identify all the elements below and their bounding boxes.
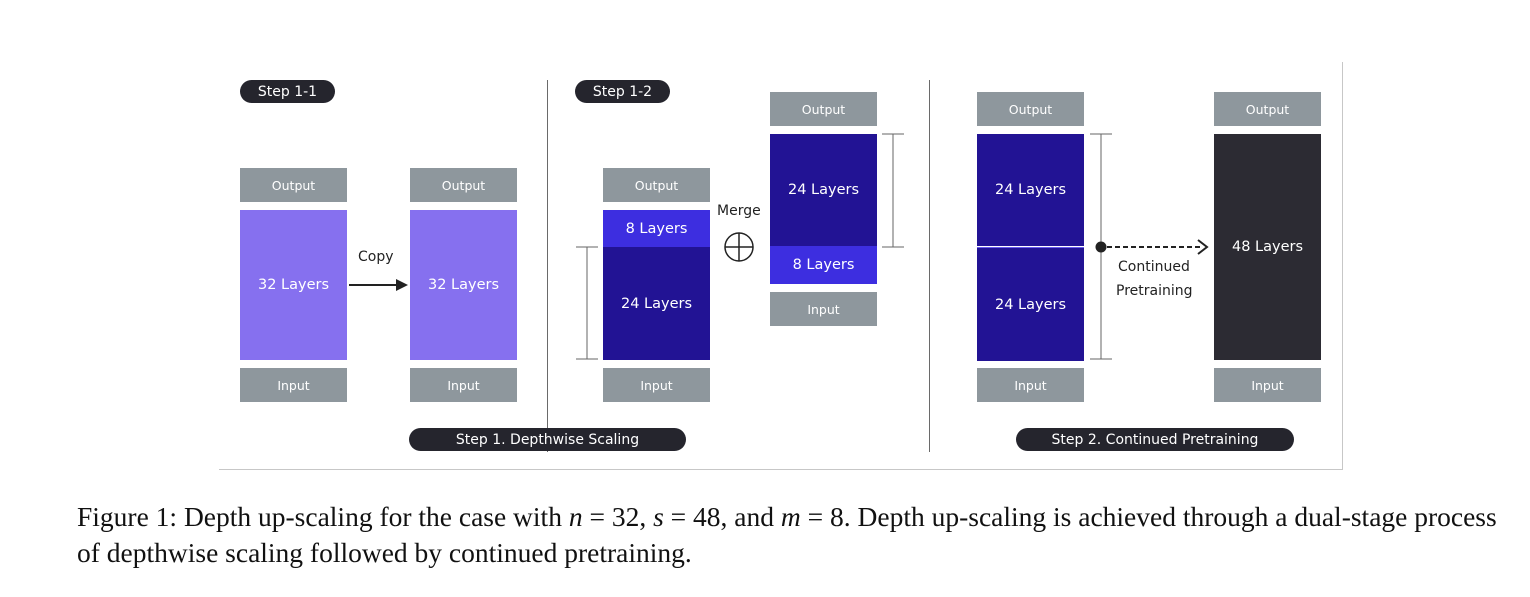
layer-block-8: 8 Layers	[770, 246, 877, 284]
layer-block-32: 32 Layers	[410, 210, 517, 360]
continued-label: Continued	[1118, 259, 1190, 275]
input-box: Input	[410, 368, 517, 402]
step-2-pill: Step 2. Continued Pretraining	[1016, 428, 1294, 451]
merge-label: Merge	[717, 203, 761, 219]
layer-block-8: 8 Layers	[603, 210, 710, 247]
pretraining-arrow-icon	[1095, 239, 1209, 255]
input-box: Input	[240, 368, 347, 402]
layer-block-24: 24 Layers	[770, 134, 877, 246]
figure-frame-bottom	[219, 469, 1343, 470]
merge-plus-icon	[724, 232, 754, 262]
input-box: Input	[603, 368, 710, 402]
divider-1	[547, 80, 548, 452]
caption-rest: . Depth up-scaling is achieved through a…	[77, 501, 1497, 568]
divider-2	[929, 80, 930, 452]
layer-block-24: 24 Layers	[977, 134, 1084, 246]
figure-caption: Figure 1: Depth up-scaling for the case …	[77, 499, 1517, 571]
layer-block-48: 48 Layers	[1214, 134, 1321, 360]
pretraining-label: Pretraining	[1116, 283, 1193, 299]
bracket-24-left	[576, 246, 598, 360]
copy-arrow-icon	[349, 279, 408, 291]
caption-m-eq: = 8	[800, 501, 844, 532]
caption-s-eq: = 48, and	[663, 501, 781, 532]
copy-label: Copy	[358, 249, 394, 265]
figure-frame-right	[1342, 62, 1343, 470]
layer-block-24: 24 Layers	[603, 247, 710, 360]
output-box: Output	[977, 92, 1084, 126]
output-box: Output	[410, 168, 517, 202]
output-box: Output	[240, 168, 347, 202]
input-box: Input	[977, 368, 1084, 402]
step-1-pill: Step 1. Depthwise Scaling	[409, 428, 686, 451]
caption-var-s: s	[653, 501, 664, 532]
caption-var-n: n	[568, 501, 583, 532]
bracket-24-right	[882, 133, 904, 248]
input-box: Input	[1214, 368, 1321, 402]
step-1-2-pill: Step 1-2	[575, 80, 670, 103]
caption-prefix: Figure 1: Depth up-scaling for the case …	[77, 501, 569, 532]
output-box: Output	[1214, 92, 1321, 126]
output-box: Output	[770, 92, 877, 126]
layer-block-32: 32 Layers	[240, 210, 347, 360]
input-box: Input	[770, 292, 877, 326]
layer-block-24: 24 Layers	[977, 247, 1084, 361]
caption-n-eq: = 32,	[582, 501, 654, 532]
step-1-1-pill: Step 1-1	[240, 80, 335, 103]
caption-var-m: m	[780, 501, 801, 532]
output-box: Output	[603, 168, 710, 202]
